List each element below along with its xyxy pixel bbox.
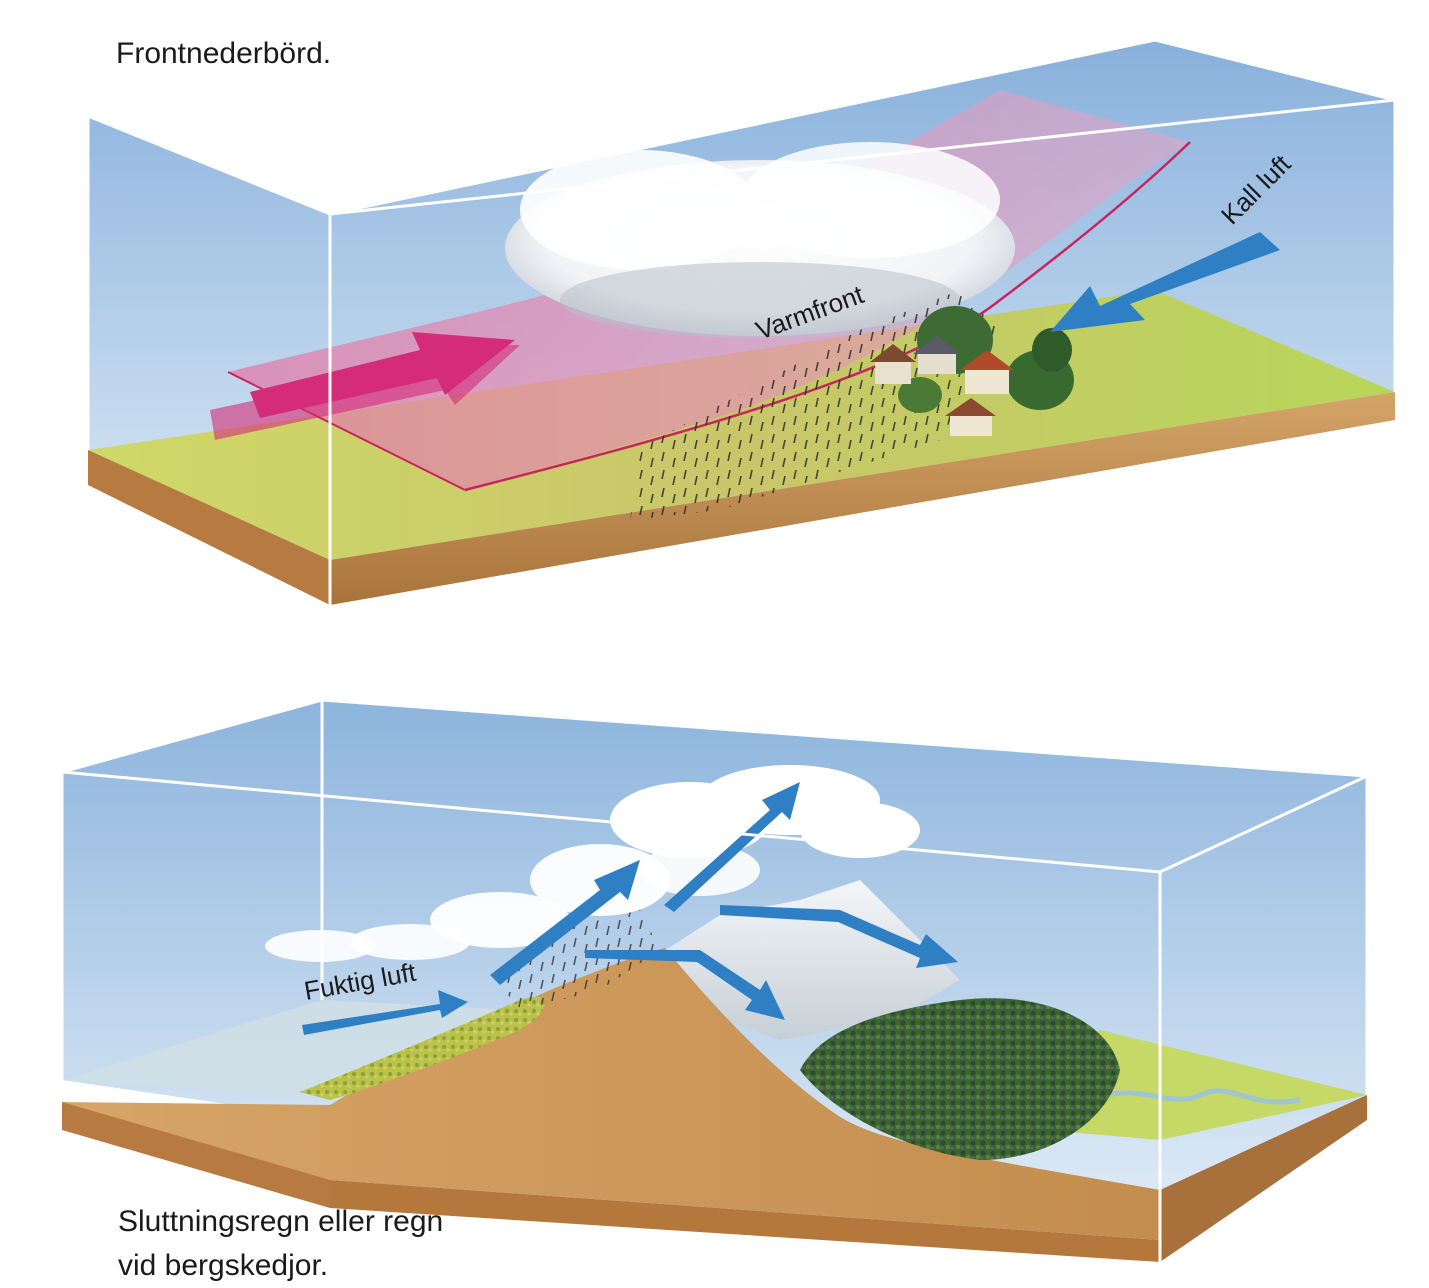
bottom-box-outline — [60, 698, 1369, 1262]
air-arrow-3 — [664, 782, 800, 912]
warm-air-arrow — [210, 332, 520, 440]
top-caption: Frontnederbörd. — [116, 37, 332, 70]
top-soil-front — [88, 450, 330, 605]
bottom-caption-line-2: vid bergskedjor. — [118, 1249, 329, 1282]
leeward-forest — [800, 998, 1120, 1160]
top-box-outline — [86, 38, 1397, 605]
snowy-peaks — [650, 880, 960, 1040]
air-arrow-1 — [302, 990, 468, 1035]
orographic-rain — [500, 910, 660, 1010]
top-diagram: Varmfront Kall luft — [86, 38, 1397, 605]
bottom-soil-side — [330, 1180, 1160, 1262]
air-arrow-5 — [720, 905, 958, 968]
air-arrow-2 — [490, 860, 640, 985]
bottom-diagram: Fuktig luft — [60, 698, 1369, 1262]
bottom-soil-front — [62, 1102, 330, 1208]
air-flow-arrows — [302, 782, 958, 1035]
front-cloud — [505, 142, 1015, 338]
cold-air-arrow — [1050, 232, 1280, 332]
bottom-soil-right — [1160, 1095, 1367, 1262]
mountain — [62, 948, 1160, 1240]
air-arrow-4 — [585, 950, 785, 1020]
windward-shrubs — [300, 996, 545, 1100]
lowland-left — [62, 1000, 520, 1096]
river — [1089, 1088, 1301, 1105]
front-rain — [630, 290, 1000, 520]
village — [870, 306, 1074, 436]
top-soil-side — [330, 392, 1395, 605]
